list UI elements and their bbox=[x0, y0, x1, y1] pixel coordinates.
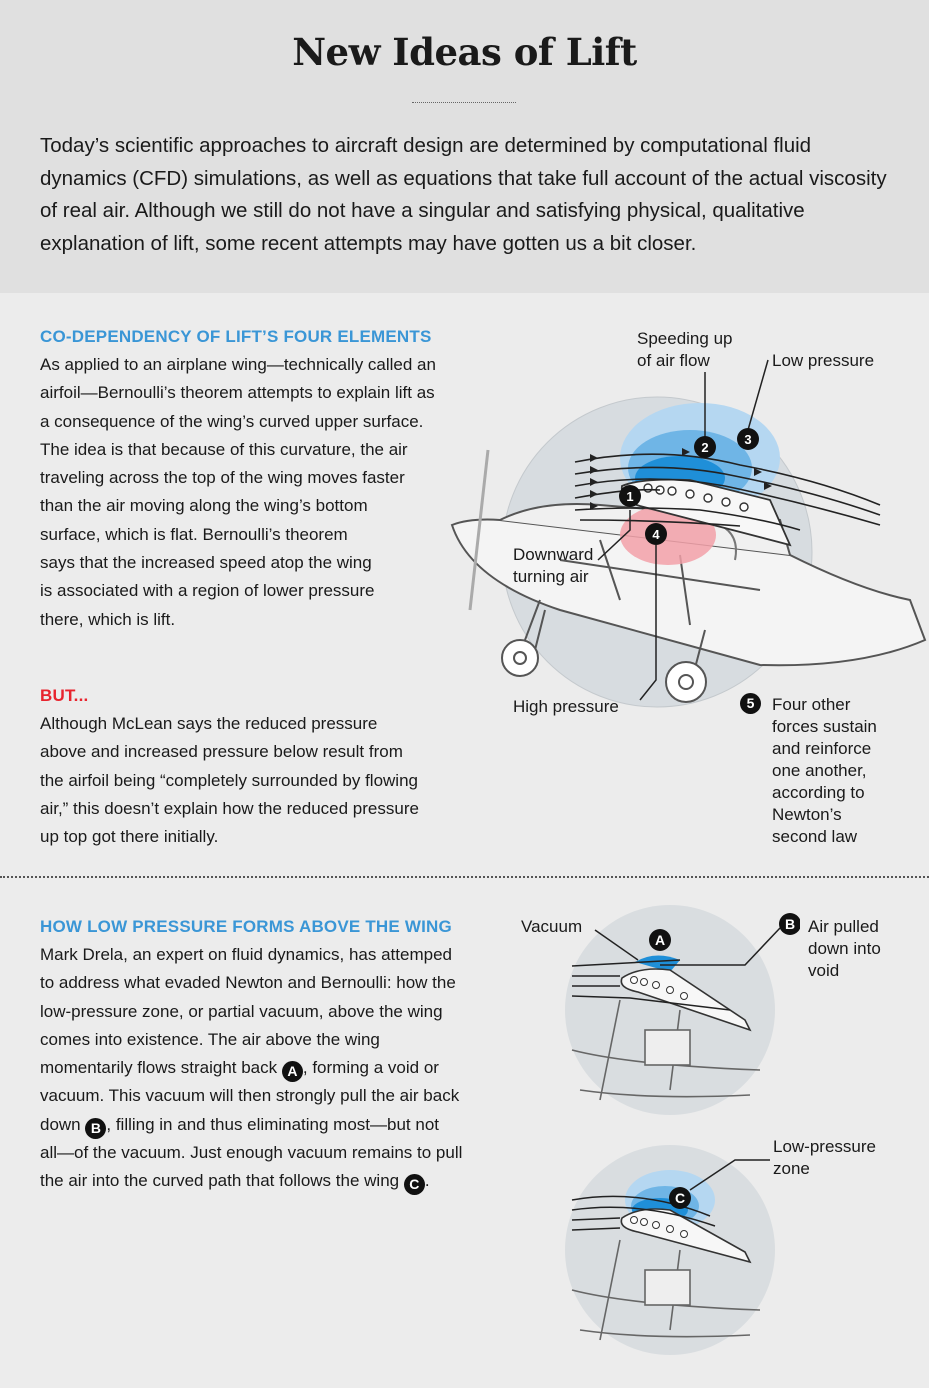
section1-line: airfoil—Bernoulli’s theorem attempts to … bbox=[40, 383, 435, 403]
airflow-arrows bbox=[590, 448, 772, 510]
but-line: the airfoil being “completely surrounded… bbox=[40, 770, 418, 790]
but-line: air,” this doesn’t explain how the reduc… bbox=[40, 798, 419, 818]
section1-line: says that the increased speed atop the w… bbox=[40, 553, 372, 573]
section1-line: traveling across the top of the wing mov… bbox=[40, 468, 405, 488]
intro-panel bbox=[0, 0, 929, 293]
marker-a bbox=[649, 929, 671, 951]
section1-line: there, which is lift. bbox=[40, 609, 176, 629]
section2-line: comes into existence. The air above the … bbox=[40, 1029, 380, 1049]
airflow-lines bbox=[571, 959, 731, 1011]
section2-body: Mark Drela, an expert on fluid dynamics,… bbox=[40, 941, 462, 1196]
speeding-line: of air flow bbox=[637, 351, 710, 370]
vacuum-diagram: A B bbox=[565, 905, 800, 1115]
newton-line: and reinforce bbox=[772, 739, 872, 758]
speeding-label: Speeding up of air flow bbox=[637, 328, 732, 372]
section1-line: a consequence of the wing’s curved upper… bbox=[40, 411, 424, 431]
section1-line: As applied to an airplane wing—technical… bbox=[40, 355, 436, 374]
marker-4-label: 4 bbox=[652, 527, 660, 542]
section2-heading: HOW LOW PRESSURE FORMS ABOVE THE WING bbox=[40, 917, 452, 936]
downward-line: turning air bbox=[513, 567, 589, 586]
marker-c bbox=[669, 1187, 691, 1209]
marker-a-inline: A bbox=[281, 1061, 303, 1083]
airflow-lines bbox=[571, 1195, 716, 1231]
section2-line: Mark Drela, an expert on fluid dynamics,… bbox=[40, 945, 452, 964]
section1-line: is associated with a region of lower pre… bbox=[40, 581, 375, 601]
section2-line: vacuum. This vacuum will then strongly p… bbox=[40, 1086, 460, 1106]
page-title: New Ideas of Lift bbox=[292, 30, 637, 74]
marker-3 bbox=[737, 428, 759, 450]
section1-line: than the air moving along the wing’s bot… bbox=[40, 496, 368, 516]
vacuum-label: Vacuum bbox=[521, 917, 583, 936]
line-text: the air into the curved path that follow… bbox=[40, 1171, 404, 1191]
newton-line: second law bbox=[772, 827, 858, 846]
lp-line: zone bbox=[773, 1159, 810, 1178]
title-rule bbox=[412, 102, 516, 103]
downward-label: Downward turning air bbox=[513, 544, 593, 588]
magnifier-circle bbox=[565, 905, 775, 1115]
air-pulled-line: void bbox=[808, 961, 840, 980]
section2-line: momentarily flows straight back A, formi… bbox=[40, 1054, 462, 1083]
newton-line: forces sustain bbox=[772, 717, 877, 736]
marker-c-label: C bbox=[675, 1190, 685, 1206]
low-pressure-label: Low pressure bbox=[772, 351, 875, 370]
section1-heading: CO-DEPENDENCY OF LIFT’S FOUR ELEMENTS bbox=[40, 327, 432, 346]
magnifier-circle bbox=[565, 1145, 775, 1355]
line-text: down bbox=[40, 1114, 86, 1134]
wing-lift-diagram: 1 2 3 4 bbox=[450, 359, 927, 708]
marker-b-label: B bbox=[785, 916, 795, 932]
marker-1 bbox=[619, 485, 641, 507]
low-pressure-zone-label: Low-pressure zone bbox=[773, 1136, 876, 1180]
newton-line: Newton’s bbox=[772, 805, 842, 824]
marker-2-label: 2 bbox=[701, 440, 708, 455]
but-line: Although McLean says the reduced pressur… bbox=[40, 714, 378, 733]
marker-4 bbox=[645, 523, 667, 545]
line-text: , forming a void or bbox=[302, 1058, 439, 1078]
leader-lines bbox=[689, 1159, 770, 1191]
lp-line: Low-pressure bbox=[773, 1137, 876, 1156]
marker-b bbox=[779, 913, 800, 935]
section2-line: down B, filling in and thus eliminating … bbox=[40, 1111, 462, 1139]
newton-line: one another, bbox=[772, 761, 867, 780]
marker-2 bbox=[694, 436, 716, 458]
intro-text: Today’s scientific approaches to aircraf… bbox=[40, 134, 887, 255]
downward-line: Downward bbox=[513, 545, 594, 564]
but-heading: BUT... bbox=[40, 686, 89, 705]
speeding-line: Speeding up bbox=[637, 329, 733, 348]
low-pressure-zone-diagram: C bbox=[565, 1145, 775, 1355]
air-pulled-line: down into bbox=[808, 939, 881, 958]
air-pulled-line: Air pulled bbox=[808, 917, 879, 936]
marker-c-inline: C bbox=[403, 1174, 425, 1196]
high-pressure-label: High pressure bbox=[513, 697, 619, 716]
but-line: above and increased pressure below resul… bbox=[40, 742, 403, 762]
section-divider bbox=[0, 876, 929, 878]
marker-a-label: A bbox=[655, 932, 665, 948]
leader-lines bbox=[597, 359, 769, 701]
section2-line: all—of the vacuum. Just enough vacuum re… bbox=[40, 1143, 463, 1163]
vacuum-zone bbox=[635, 955, 680, 972]
leader-lines bbox=[594, 927, 781, 966]
newton-label: Four other forces sustain and reinforce … bbox=[772, 694, 877, 848]
section1-line: surface, which is flat. Bernoulli’s theo… bbox=[40, 524, 348, 544]
line-text: , filling in and thus eliminating most—b… bbox=[106, 1114, 439, 1134]
marker-5: 5 bbox=[740, 693, 761, 714]
section1-line: The idea is that because of this curvatu… bbox=[40, 439, 408, 459]
airflow-lines bbox=[574, 453, 881, 531]
air-pulled-label: Air pulled down into void bbox=[808, 916, 881, 982]
line-text: momentarily flows straight back bbox=[40, 1058, 282, 1078]
marker-1-label: 1 bbox=[626, 489, 633, 504]
wing-shape bbox=[620, 478, 792, 547]
section2-line: to address what evaded Newton and Bernou… bbox=[40, 973, 456, 993]
newton-line: according to bbox=[772, 783, 865, 802]
marker-b-inline: B bbox=[85, 1117, 107, 1139]
but-body: Although McLean says the reduced pressur… bbox=[40, 710, 419, 851]
newton-line: Four other bbox=[772, 695, 851, 714]
but-line: up top got there initially. bbox=[40, 827, 219, 847]
section2-line: low-pressure zone, or partial vacuum, ab… bbox=[40, 1001, 443, 1021]
marker-3-label: 3 bbox=[744, 432, 751, 447]
section1-body: As applied to an airplane wing—technical… bbox=[40, 351, 436, 634]
line-text: . bbox=[424, 1171, 430, 1191]
section2-line: the air into the curved path that follow… bbox=[40, 1167, 462, 1196]
